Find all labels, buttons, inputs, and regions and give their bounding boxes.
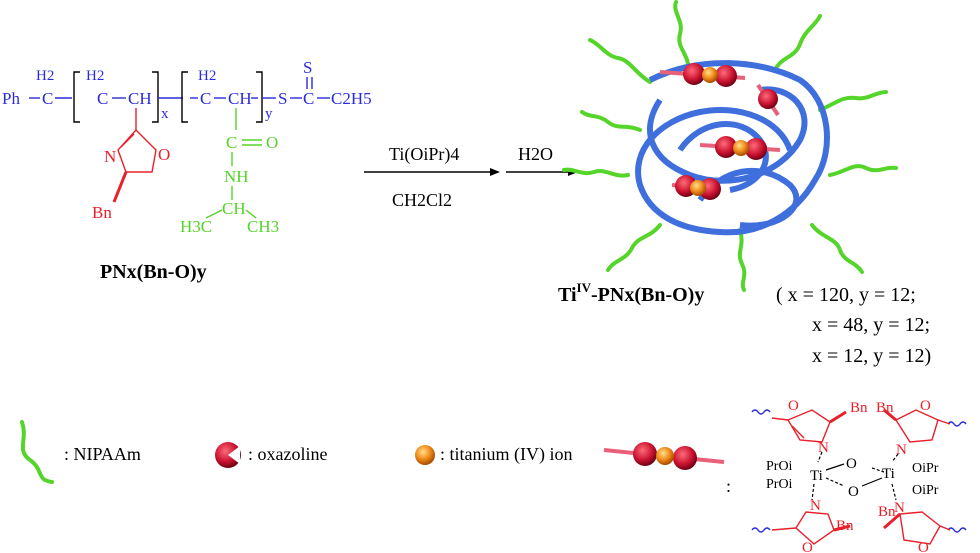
bridge-o-2: O	[848, 484, 859, 500]
reaction-arrows: Ti(OiPr)4 CH2Cl2 H2O	[364, 144, 578, 210]
complex-o-1: O	[788, 398, 799, 414]
product-name-suffix: -PNx(Bn-O)y	[591, 284, 704, 306]
complex-o-4: O	[918, 540, 929, 553]
proi-label-1: PrOi	[766, 459, 793, 474]
ti-complex-3	[699, 136, 781, 160]
oxazoline-n-label: N	[104, 147, 116, 166]
h2-label-3: H2	[198, 68, 216, 84]
oipr-label-2: OiPr	[912, 483, 939, 498]
ti-label-2: Ti	[882, 466, 895, 482]
reagent-top: Ti(OiPr)4	[389, 144, 459, 165]
ch-label-1: CH	[128, 89, 152, 108]
y-subscript: y	[265, 106, 273, 122]
h3c-label: H3C	[180, 217, 212, 236]
polymer-structure: Ph H2 C H2 C CH x H2 C CH y S C S C2H5	[2, 58, 372, 283]
dinuclear-ti-complex: O N Bn Bn O N N O Bn Bn N O	[751, 398, 967, 553]
reagent-bottom: CH2Cl2	[392, 190, 452, 210]
legend-oxazoline: : oxazoline	[248, 444, 327, 464]
ti-label-1: Ti	[810, 468, 823, 484]
complex-bn-3: Bn	[836, 518, 854, 534]
ti-complex-4	[671, 175, 721, 200]
proi-label-2: PrOi	[766, 477, 793, 492]
legend-nipaam: : NIPAAm	[64, 444, 141, 464]
complex-o-2: O	[920, 398, 931, 414]
ch-ipr-label: CH	[222, 199, 246, 218]
nipaam-chains	[562, 0, 898, 292]
nh-label: NH	[224, 167, 249, 186]
ti-complex-legend-icon	[603, 442, 725, 470]
legend: : NIPAAm : oxazoline : titanium (IV) ion…	[20, 420, 731, 496]
bn-label: Bn	[92, 203, 112, 222]
c2h5-label: C2H5	[331, 89, 372, 108]
amide-c-label: C	[226, 133, 237, 152]
h2-label-1: H2	[36, 68, 54, 84]
c-label-1: C	[42, 89, 53, 108]
amide-o-label: O	[266, 133, 278, 152]
product-condition-2: x = 48, y = 12;	[812, 314, 930, 336]
oxazoline-legend-icon	[215, 442, 241, 468]
ti-complex-2	[756, 83, 780, 117]
complex-bn-2: Bn	[876, 400, 894, 416]
product-label: TiIV-PNx(Bn-O)y ( x = 120, y = 12; x = 4…	[558, 280, 931, 367]
titanium-legend-icon	[415, 445, 435, 465]
product-name-prefix: Ti	[558, 284, 577, 306]
c-label-2: C	[97, 89, 108, 108]
legend-colon: :	[726, 476, 731, 496]
complex-bn-1: Bn	[850, 400, 868, 416]
c-thio-label: C	[303, 89, 314, 108]
product-condition-3: x = 12, y = 12)	[812, 345, 931, 367]
product-condition-1: ( x = 120, y = 12;	[776, 284, 916, 306]
oxazoline-o-label: O	[158, 145, 170, 164]
x-subscript: x	[161, 106, 169, 122]
oipr-label-1: OiPr	[912, 461, 939, 476]
complex-bn-4: Bn	[878, 504, 896, 520]
ch-label-2: CH	[228, 89, 252, 108]
product-name-sup: IV	[577, 280, 592, 295]
complex-o-3: O	[802, 540, 813, 553]
legend-titanium: : titanium (IV) ion	[440, 444, 572, 465]
svg-text:TiIV-PNx(Bn-O)y: TiIV-PNx(Bn-O)y	[558, 280, 704, 306]
nanoparticle-illustration	[562, 0, 898, 292]
complex-n-4: N	[894, 500, 905, 516]
complex-n-3: N	[810, 498, 821, 514]
nipaam-legend-icon	[20, 420, 54, 484]
polymer-wavy-ends	[751, 409, 967, 533]
ti-complex-1	[659, 63, 746, 87]
reagent-water: H2O	[518, 144, 553, 164]
s-link-label: S	[278, 89, 287, 108]
polymer-name: PNx(Bn-O)y	[100, 261, 207, 283]
ph-label: Ph	[2, 89, 20, 108]
h2-label-2: H2	[86, 68, 104, 84]
bridge-o-1: O	[846, 456, 857, 472]
s-top-label: S	[303, 58, 312, 77]
ch3-label: CH3	[247, 217, 279, 236]
complex-n-2: N	[896, 442, 907, 458]
c-label-3: C	[200, 89, 211, 108]
complex-n-1: N	[818, 440, 829, 456]
